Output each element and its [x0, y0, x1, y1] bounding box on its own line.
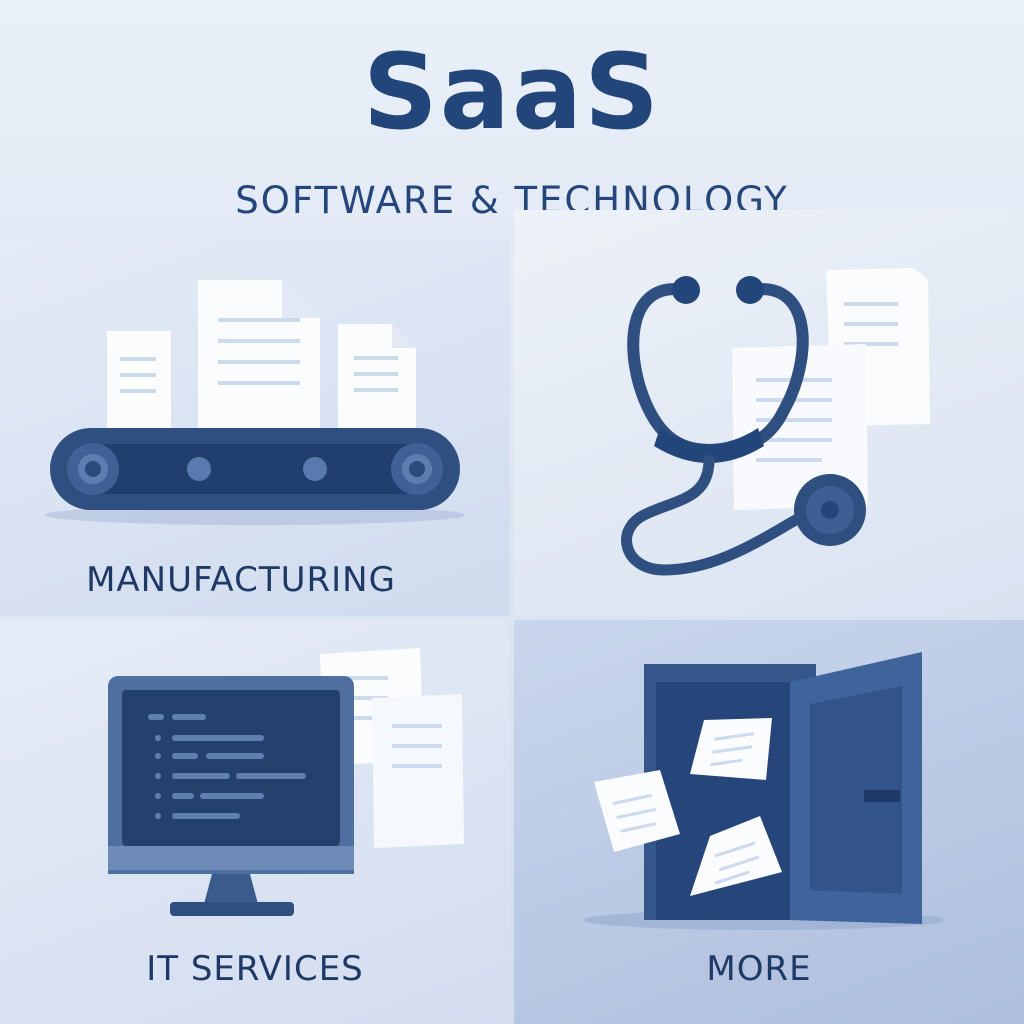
tile-label-it-services: IT SERVICES: [146, 949, 364, 989]
document-icon: [198, 280, 320, 429]
header: SaaS SOFTWARE & TECHNOLOGY: [0, 0, 1024, 240]
computer-monitor-icon: [108, 648, 464, 916]
tile-label-manufacturing: MANUFACTURING: [86, 560, 396, 600]
tile-label-more: MORE: [706, 949, 812, 989]
page-title: SaaS: [362, 31, 662, 153]
tile-healthcare[interactable]: [514, 210, 1024, 616]
stethoscope-icon: [621, 268, 930, 576]
document-icon: [690, 718, 772, 780]
document-icon: [690, 816, 782, 896]
tile-more[interactable]: MORE: [514, 620, 1024, 1024]
document-icon: [372, 694, 464, 848]
document-icon: [338, 324, 416, 429]
document-icon: [107, 331, 171, 429]
tile-manufacturing[interactable]: MANUFACTURING: [0, 240, 510, 616]
document-icon: [594, 770, 680, 852]
open-door-icon: [584, 652, 944, 930]
conveyor-belt-icon: [45, 280, 465, 525]
tile-it-services[interactable]: IT SERVICES: [0, 620, 510, 1024]
